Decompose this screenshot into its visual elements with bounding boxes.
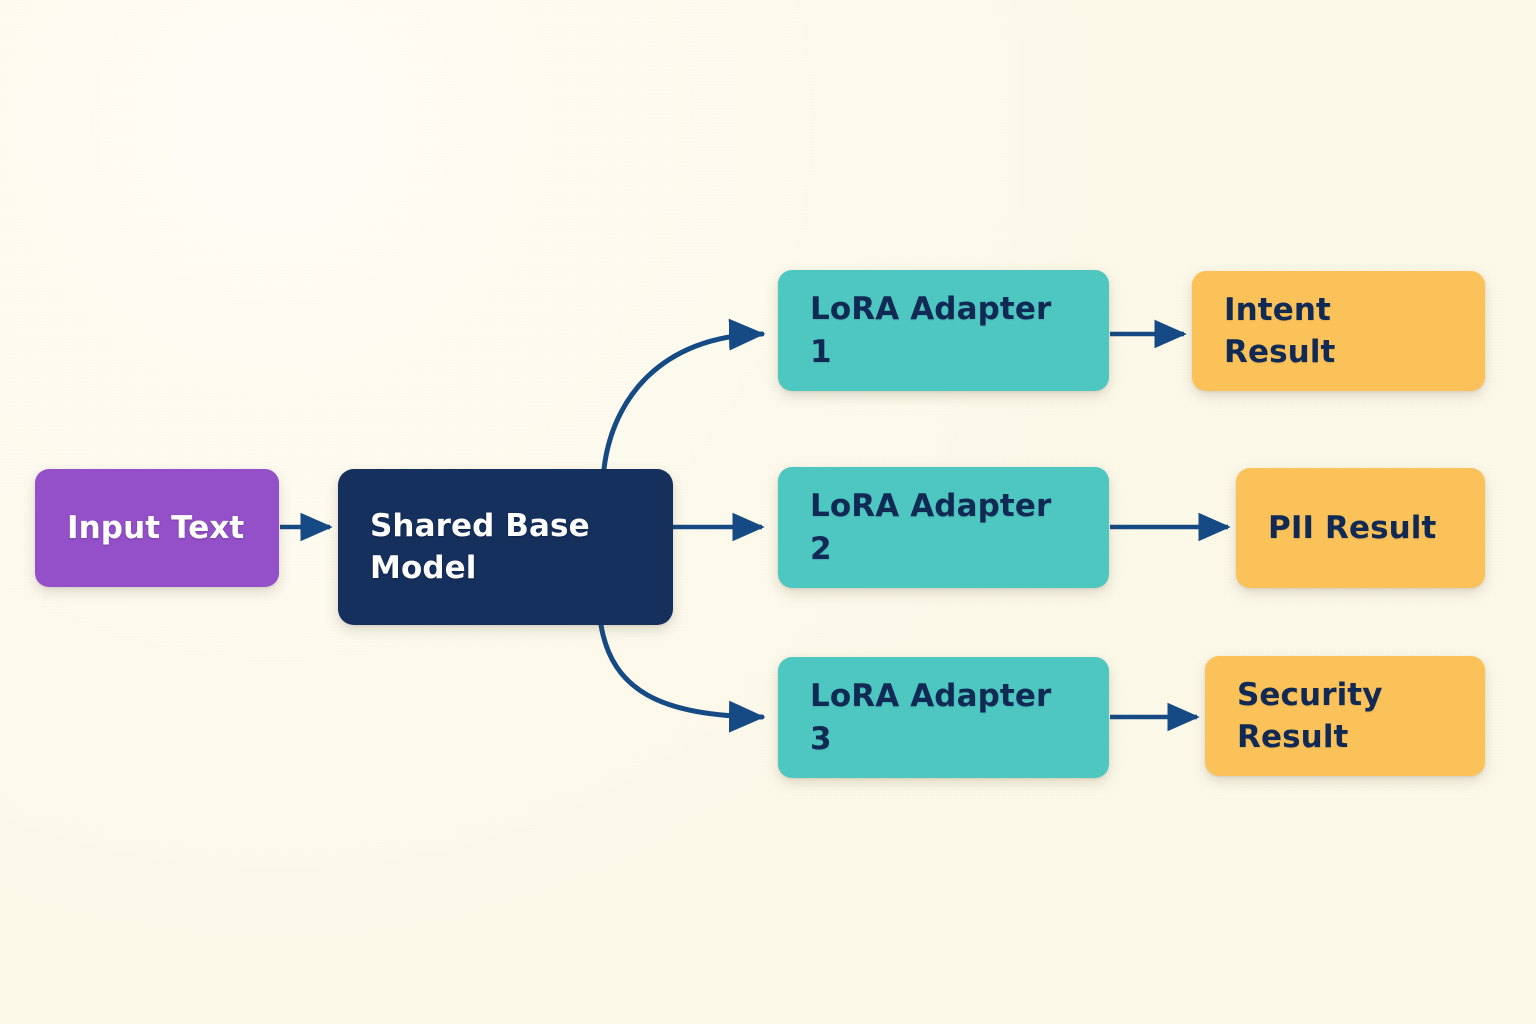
node-lora-adapter-1-label: LoRA Adapter 1 — [810, 291, 1052, 370]
node-lora-adapter-3-label: LoRA Adapter 3 — [810, 678, 1052, 757]
node-intent-result-label: Intent Result — [1224, 291, 1336, 370]
node-input-text-label: Input Text — [67, 509, 245, 546]
node-security-result[interactable]: Security Result — [1205, 656, 1485, 776]
node-lora-adapter-2-label: LoRA Adapter 2 — [810, 488, 1052, 567]
edge-base-to-adapter-1 — [601, 318, 765, 472]
node-lora-adapter-3[interactable]: LoRA Adapter 3 — [778, 657, 1109, 778]
node-input-text[interactable]: Input Text — [35, 469, 279, 587]
node-lora-adapter-1[interactable]: LoRA Adapter 1 — [778, 270, 1109, 391]
node-intent-result[interactable]: Intent Result — [1192, 271, 1485, 391]
node-shared-base-model[interactable]: Shared Base Model — [338, 469, 673, 625]
node-pii-result-label: PII Result — [1268, 509, 1437, 546]
node-lora-adapter-2[interactable]: LoRA Adapter 2 — [778, 467, 1109, 588]
node-security-result-label: Security Result — [1237, 676, 1383, 755]
node-shared-base-model-label: Shared Base Model — [370, 507, 590, 586]
edge-base-to-adapter-3 — [598, 622, 765, 733]
node-pii-result[interactable]: PII Result — [1236, 468, 1485, 588]
